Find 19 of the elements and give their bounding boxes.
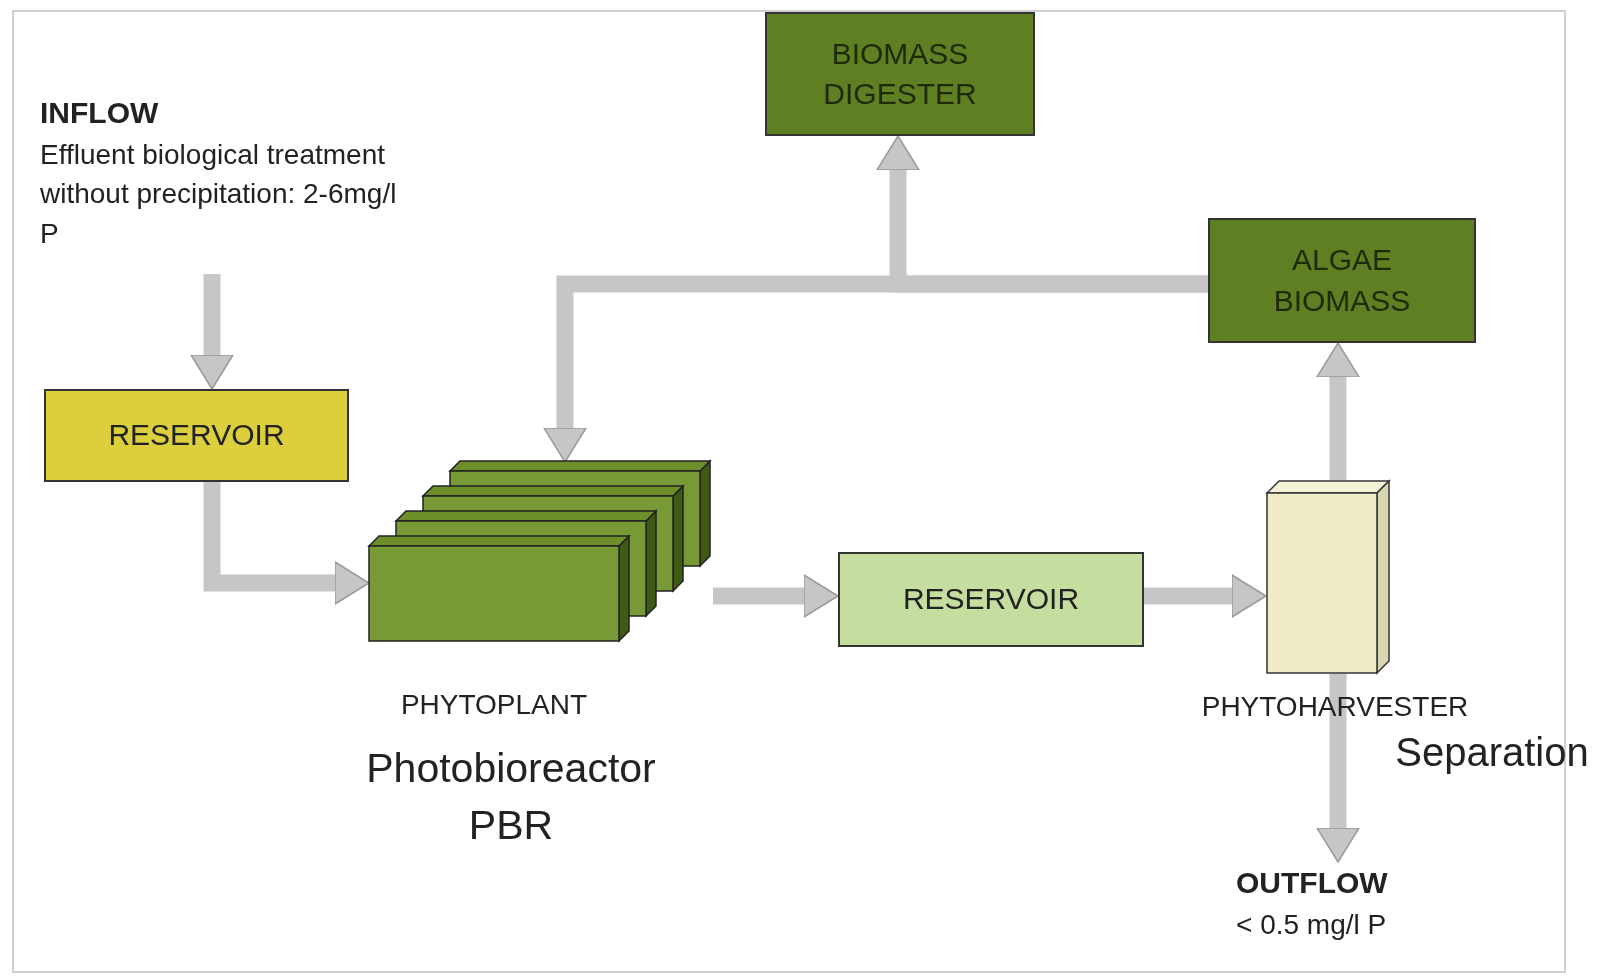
arrow [543,275,1208,463]
heading-label: OUTFLOW [1236,865,1388,901]
process-box: RESERVOIR [838,552,1144,647]
caption-label: Photobioreactor PBR [365,744,657,851]
arrow [1316,674,1360,863]
heading-label: INFLOW [40,95,159,131]
arrow [1144,574,1267,618]
arrow [203,482,370,605]
note-text: Effluent biological treatment without precipitation: 2-6mg/l P [40,137,398,252]
caption-label: Separation [1395,729,1589,776]
arrow [190,274,234,390]
caption-label: PHYTOPLANT [400,688,588,722]
arrow [713,574,839,618]
caption-label: PHYTOHARVESTER [1201,690,1469,724]
arrow [1316,342,1360,480]
note-text: < 0.5 mg/l P [1236,907,1387,942]
process-box: ALGAE BIOMASS [1208,218,1476,343]
process-box: BIOMASS DIGESTER [765,12,1035,136]
process-box: RESERVOIR [44,389,349,482]
